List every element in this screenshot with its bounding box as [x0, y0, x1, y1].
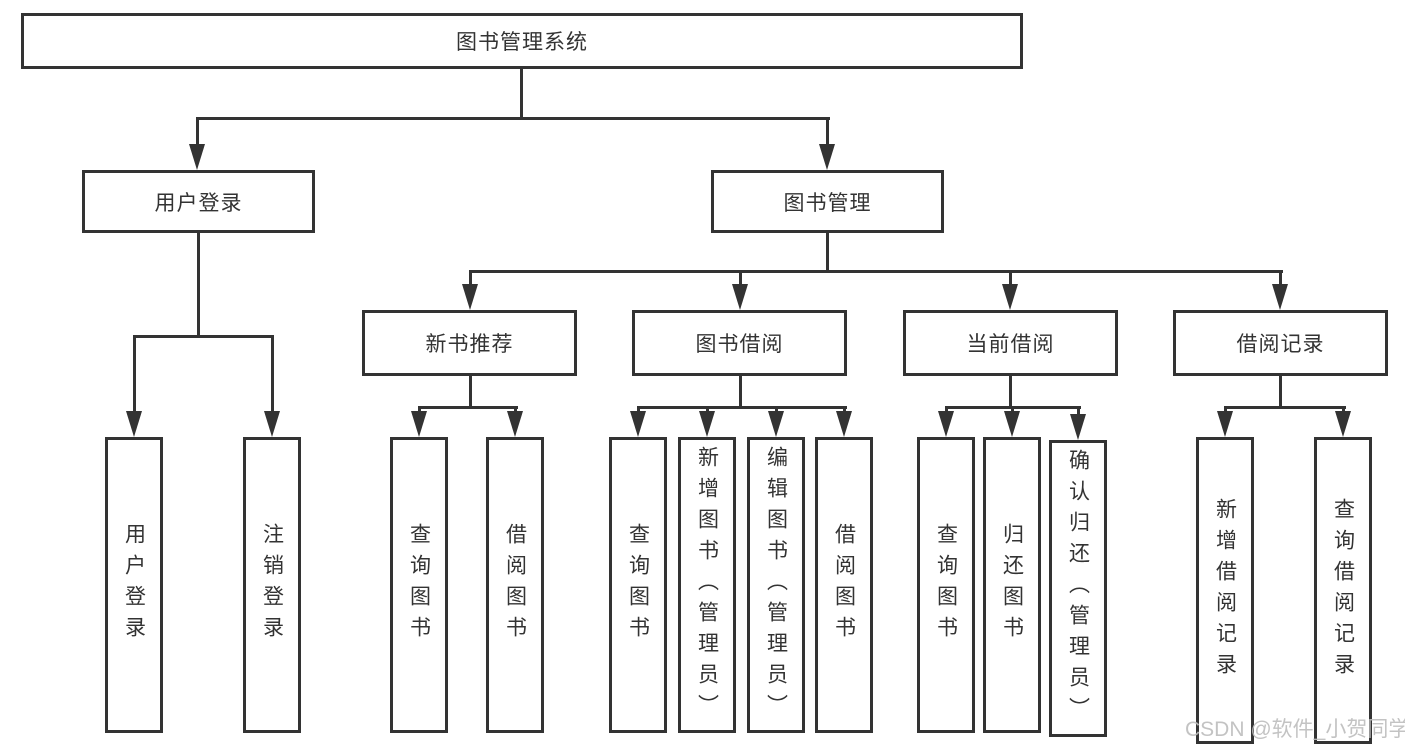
node-current-borrow-label: 当前借阅 [966, 333, 1055, 356]
leaf-query-books-recommend-label: 查询图书 [407, 523, 431, 647]
leaf-borrow-books-recommend-label: 借阅图书 [503, 523, 527, 647]
arrowhead-down-icon [1002, 284, 1018, 310]
arrowhead-down-icon [768, 411, 784, 437]
connector-line [418, 406, 518, 409]
connector-line [133, 335, 136, 415]
connector-line [637, 406, 640, 415]
connector-line [196, 117, 830, 120]
watermark: CSDN @软件_小贺同学 [1185, 718, 1405, 741]
connector-line [1224, 406, 1346, 409]
connector-line [739, 270, 742, 288]
connector-line [1077, 406, 1080, 415]
connector-line [706, 406, 709, 415]
leaf-borrow-books-recommend: 借阅图书 [486, 437, 544, 733]
arrowhead-down-icon [264, 411, 280, 437]
node-book-management-label: 图书管理 [783, 191, 872, 215]
arrowhead-down-icon [1335, 411, 1351, 437]
connector-line [196, 117, 199, 148]
node-root-label: 图书管理系统 [456, 31, 588, 54]
connector-line [1279, 376, 1282, 409]
leaf-confirm-return-admin-label: 确认归还（管理员） [1066, 449, 1090, 728]
node-borrow-records: 借阅记录 [1173, 310, 1388, 376]
connector-line [1279, 270, 1282, 288]
arrowhead-down-icon [462, 284, 478, 310]
leaf-add-borrow-record: 新增借阅记录 [1196, 437, 1254, 744]
connector-line [1009, 376, 1012, 409]
node-root: 图书管理系统 [21, 13, 1023, 69]
connector-line [739, 376, 742, 409]
connector-line [133, 335, 274, 338]
connector-line [1224, 406, 1227, 415]
connector-line [1009, 270, 1012, 288]
node-new-book-recommend-label: 新书推荐 [425, 333, 514, 356]
arrowhead-down-icon [938, 411, 954, 437]
leaf-borrow-books: 借阅图书 [815, 437, 873, 733]
leaf-edit-book-admin: 编辑图书（管理员） [747, 437, 805, 733]
leaf-query-books-borrow: 查询图书 [609, 437, 667, 733]
connector-line [469, 270, 1283, 273]
leaf-confirm-return-admin: 确认归还（管理员） [1049, 440, 1107, 737]
connector-line [197, 233, 200, 337]
leaf-user-login: 用户登录 [105, 437, 163, 733]
leaf-query-books-current: 查询图书 [917, 437, 975, 733]
leaf-query-books-current-label: 查询图书 [934, 523, 958, 647]
arrowhead-down-icon [630, 411, 646, 437]
arrowhead-down-icon [732, 284, 748, 310]
leaf-user-login-label: 用户登录 [122, 523, 146, 647]
arrowhead-down-icon [1272, 284, 1288, 310]
connector-line [843, 406, 846, 415]
leaf-add-book-admin-label: 新增图书（管理员） [695, 445, 719, 725]
leaf-query-books-recommend: 查询图书 [390, 437, 448, 733]
connector-line [826, 233, 829, 273]
arrowhead-down-icon [126, 411, 142, 437]
connector-line [469, 270, 472, 288]
leaf-add-book-admin: 新增图书（管理员） [678, 437, 736, 733]
node-book-borrow: 图书借阅 [632, 310, 847, 376]
node-book-borrow-label: 图书借阅 [695, 333, 784, 356]
leaf-borrow-books-label: 借阅图书 [832, 523, 856, 647]
arrowhead-down-icon [1004, 411, 1020, 437]
node-borrow-records-label: 借阅记录 [1236, 333, 1325, 356]
arrowhead-down-icon [836, 411, 852, 437]
connector-line [520, 69, 523, 119]
connector-line [1342, 406, 1345, 415]
leaf-return-book-label: 归还图书 [1000, 523, 1024, 647]
leaf-return-book: 归还图书 [983, 437, 1041, 733]
connector-line [514, 406, 517, 415]
arrowhead-down-icon [699, 411, 715, 437]
arrowhead-down-icon [1217, 411, 1233, 437]
connector-line [1011, 406, 1014, 415]
connector-line [271, 335, 274, 415]
connector-line [637, 406, 847, 409]
node-user-login: 用户登录 [82, 170, 315, 233]
node-new-book-recommend: 新书推荐 [362, 310, 577, 376]
connector-line [826, 117, 829, 148]
leaf-logout-label: 注销登录 [260, 523, 284, 647]
connector-line [418, 406, 421, 415]
node-book-management: 图书管理 [711, 170, 944, 233]
leaf-logout: 注销登录 [243, 437, 301, 733]
node-user-login-label: 用户登录 [154, 191, 243, 215]
arrowhead-down-icon [507, 411, 523, 437]
leaf-edit-book-admin-label: 编辑图书（管理员） [764, 445, 788, 725]
leaf-add-borrow-record-label: 新增借阅记录 [1213, 497, 1237, 684]
leaf-query-borrow-record-label: 查询借阅记录 [1331, 497, 1355, 684]
node-current-borrow: 当前借阅 [903, 310, 1118, 376]
connector-line [775, 406, 778, 415]
arrowhead-down-icon [189, 144, 205, 170]
arrowhead-down-icon [1070, 414, 1086, 440]
arrowhead-down-icon [819, 144, 835, 170]
connector-line [945, 406, 948, 415]
leaf-query-books-borrow-label: 查询图书 [626, 523, 650, 647]
leaf-query-borrow-record: 查询借阅记录 [1314, 437, 1372, 744]
arrowhead-down-icon [411, 411, 427, 437]
connector-line [469, 376, 472, 409]
